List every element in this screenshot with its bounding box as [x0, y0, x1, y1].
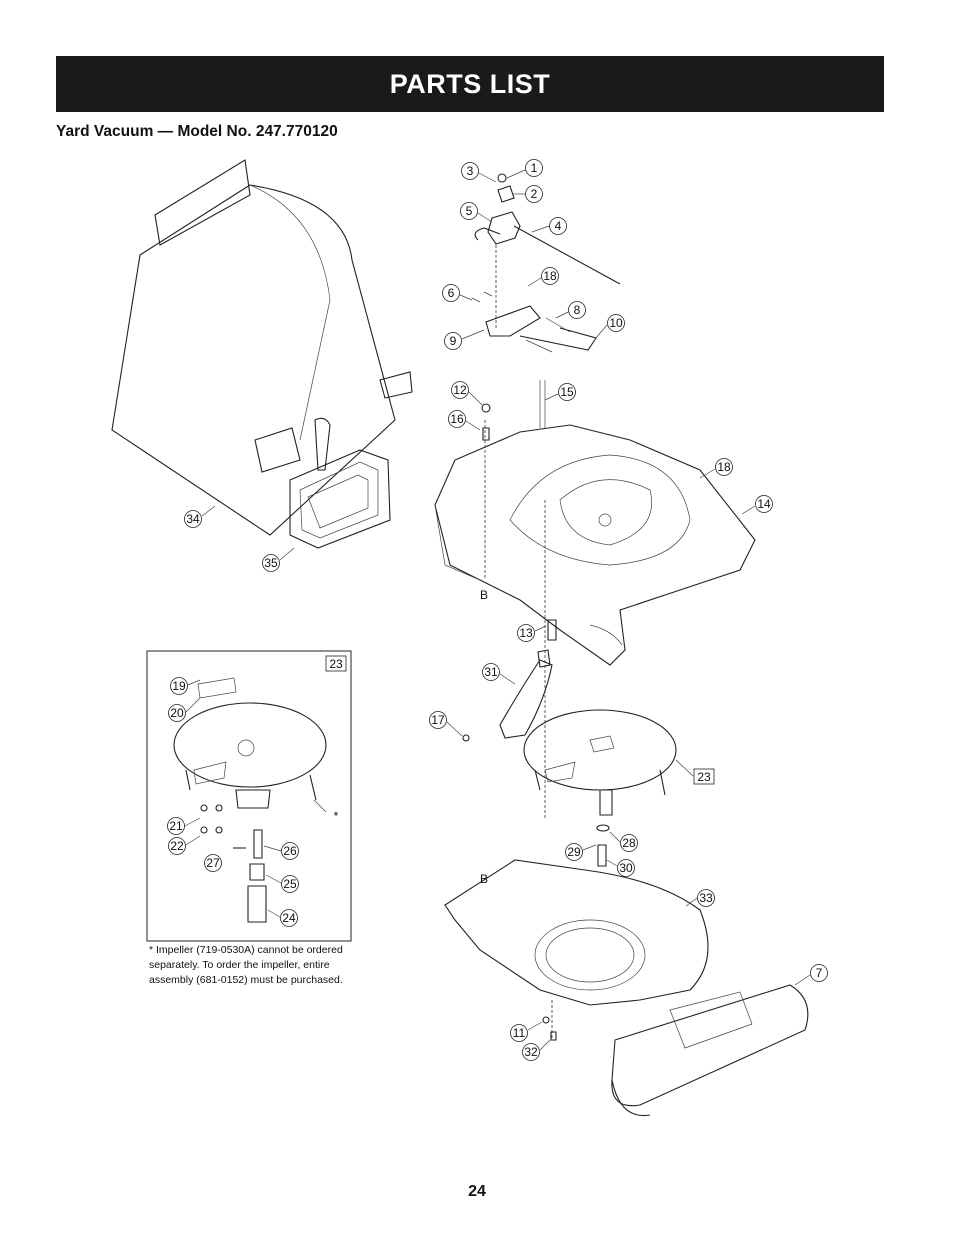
- callout-label: 4: [555, 219, 562, 233]
- callout: 6: [442, 284, 460, 302]
- callout: 32: [522, 1043, 540, 1061]
- callout-label: 1: [531, 161, 538, 175]
- callout-label: 23: [697, 770, 711, 784]
- callout: 18: [541, 267, 559, 285]
- model-subtitle: Yard Vacuum — Model No. 247.770120: [56, 123, 338, 140]
- callout: 13: [517, 624, 535, 642]
- callout-label: 32: [524, 1045, 538, 1059]
- callout: 15: [558, 383, 576, 401]
- impeller-footnote: * Impeller (719-0530A) cannot be ordered…: [149, 944, 343, 986]
- callout-label: 7: [816, 966, 823, 980]
- callout: 14: [755, 495, 773, 513]
- callout: 8: [568, 301, 586, 319]
- callout-label: 8: [574, 303, 581, 317]
- callout-label: 18: [717, 460, 731, 474]
- callout: 16: [448, 410, 466, 428]
- callout: 27: [204, 854, 222, 872]
- callout-label: 20: [170, 706, 184, 720]
- callout-label: 19: [172, 679, 186, 693]
- callout: 18: [715, 458, 733, 476]
- reference-b-lower: B: [480, 872, 488, 886]
- callout: 1: [525, 159, 543, 177]
- callout: 3: [461, 162, 479, 180]
- switch-assembly-drawing: [471, 173, 621, 441]
- callout-label: 9: [450, 334, 457, 348]
- callout-label: 12: [453, 383, 467, 397]
- callout-label: 22: [170, 839, 184, 853]
- leader-lines: [184, 169, 811, 1051]
- callout-label: 5: [466, 204, 473, 218]
- callout-label: 10: [609, 316, 623, 330]
- callout: 11: [510, 1024, 528, 1042]
- callout: 5: [460, 202, 478, 220]
- impeller-assembly-drawing: [462, 619, 677, 867]
- callout: 29: [565, 843, 583, 861]
- callout: 33: [697, 889, 715, 907]
- callout: 28: [620, 834, 638, 852]
- inset-label: 23: [329, 657, 343, 671]
- callout: 19: [170, 677, 188, 695]
- callout: 30: [617, 859, 635, 877]
- callout-label: 6: [448, 286, 455, 300]
- callout: 31: [482, 663, 500, 681]
- callout-label: 16: [450, 412, 464, 426]
- base-skirt-drawing: [444, 859, 809, 1117]
- callout-label: 17: [431, 713, 445, 727]
- callout: 9: [444, 332, 462, 350]
- callout-label: 18: [543, 269, 557, 283]
- callout: 21: [167, 817, 185, 835]
- callout: 25: [281, 875, 299, 893]
- callout-label: 24: [282, 911, 296, 925]
- callout-label: 27: [206, 856, 220, 870]
- callout-label: 30: [619, 861, 633, 875]
- parts-list-banner: PARTS LIST: [56, 56, 884, 112]
- callout-label: 11: [513, 1026, 526, 1040]
- callout-label: 26: [283, 844, 297, 858]
- callout-label: 28: [622, 836, 636, 850]
- callout: 12: [451, 381, 469, 399]
- callout: 20: [168, 704, 186, 722]
- callout-label: 34: [186, 512, 200, 526]
- callout-label: 29: [567, 845, 581, 859]
- callout: 17: [429, 711, 447, 729]
- callout-label: 31: [484, 665, 498, 679]
- inset-asterisk: *: [334, 809, 339, 823]
- callout-label: 13: [519, 626, 533, 640]
- callout: 2: [525, 185, 543, 203]
- deck-housing-drawing: [434, 420, 756, 820]
- page-title: PARTS LIST: [389, 68, 551, 99]
- callout-label: 33: [699, 891, 713, 905]
- callout: 7: [810, 964, 828, 982]
- callout: 35: [262, 554, 280, 572]
- callout: 4: [549, 217, 567, 235]
- callout: 26: [281, 842, 299, 860]
- callout-label: 2: [531, 187, 538, 201]
- reference-b-upper: B: [480, 588, 488, 602]
- page-number: 24: [468, 1183, 486, 1200]
- callout: 24: [280, 909, 298, 927]
- callout: 22: [168, 837, 186, 855]
- callout-label: 35: [264, 556, 278, 570]
- callout-label: 3: [467, 164, 474, 178]
- callout-label: 15: [560, 385, 574, 399]
- callout: 10: [607, 314, 625, 332]
- collection-bag-drawing: [111, 159, 413, 549]
- callout: 23: [693, 768, 715, 785]
- callout-label: 21: [169, 819, 183, 833]
- impeller-inset: 23 *: [146, 650, 352, 942]
- callout-label: 14: [757, 497, 771, 511]
- callout: 34: [184, 510, 202, 528]
- callout-label: 25: [283, 877, 297, 891]
